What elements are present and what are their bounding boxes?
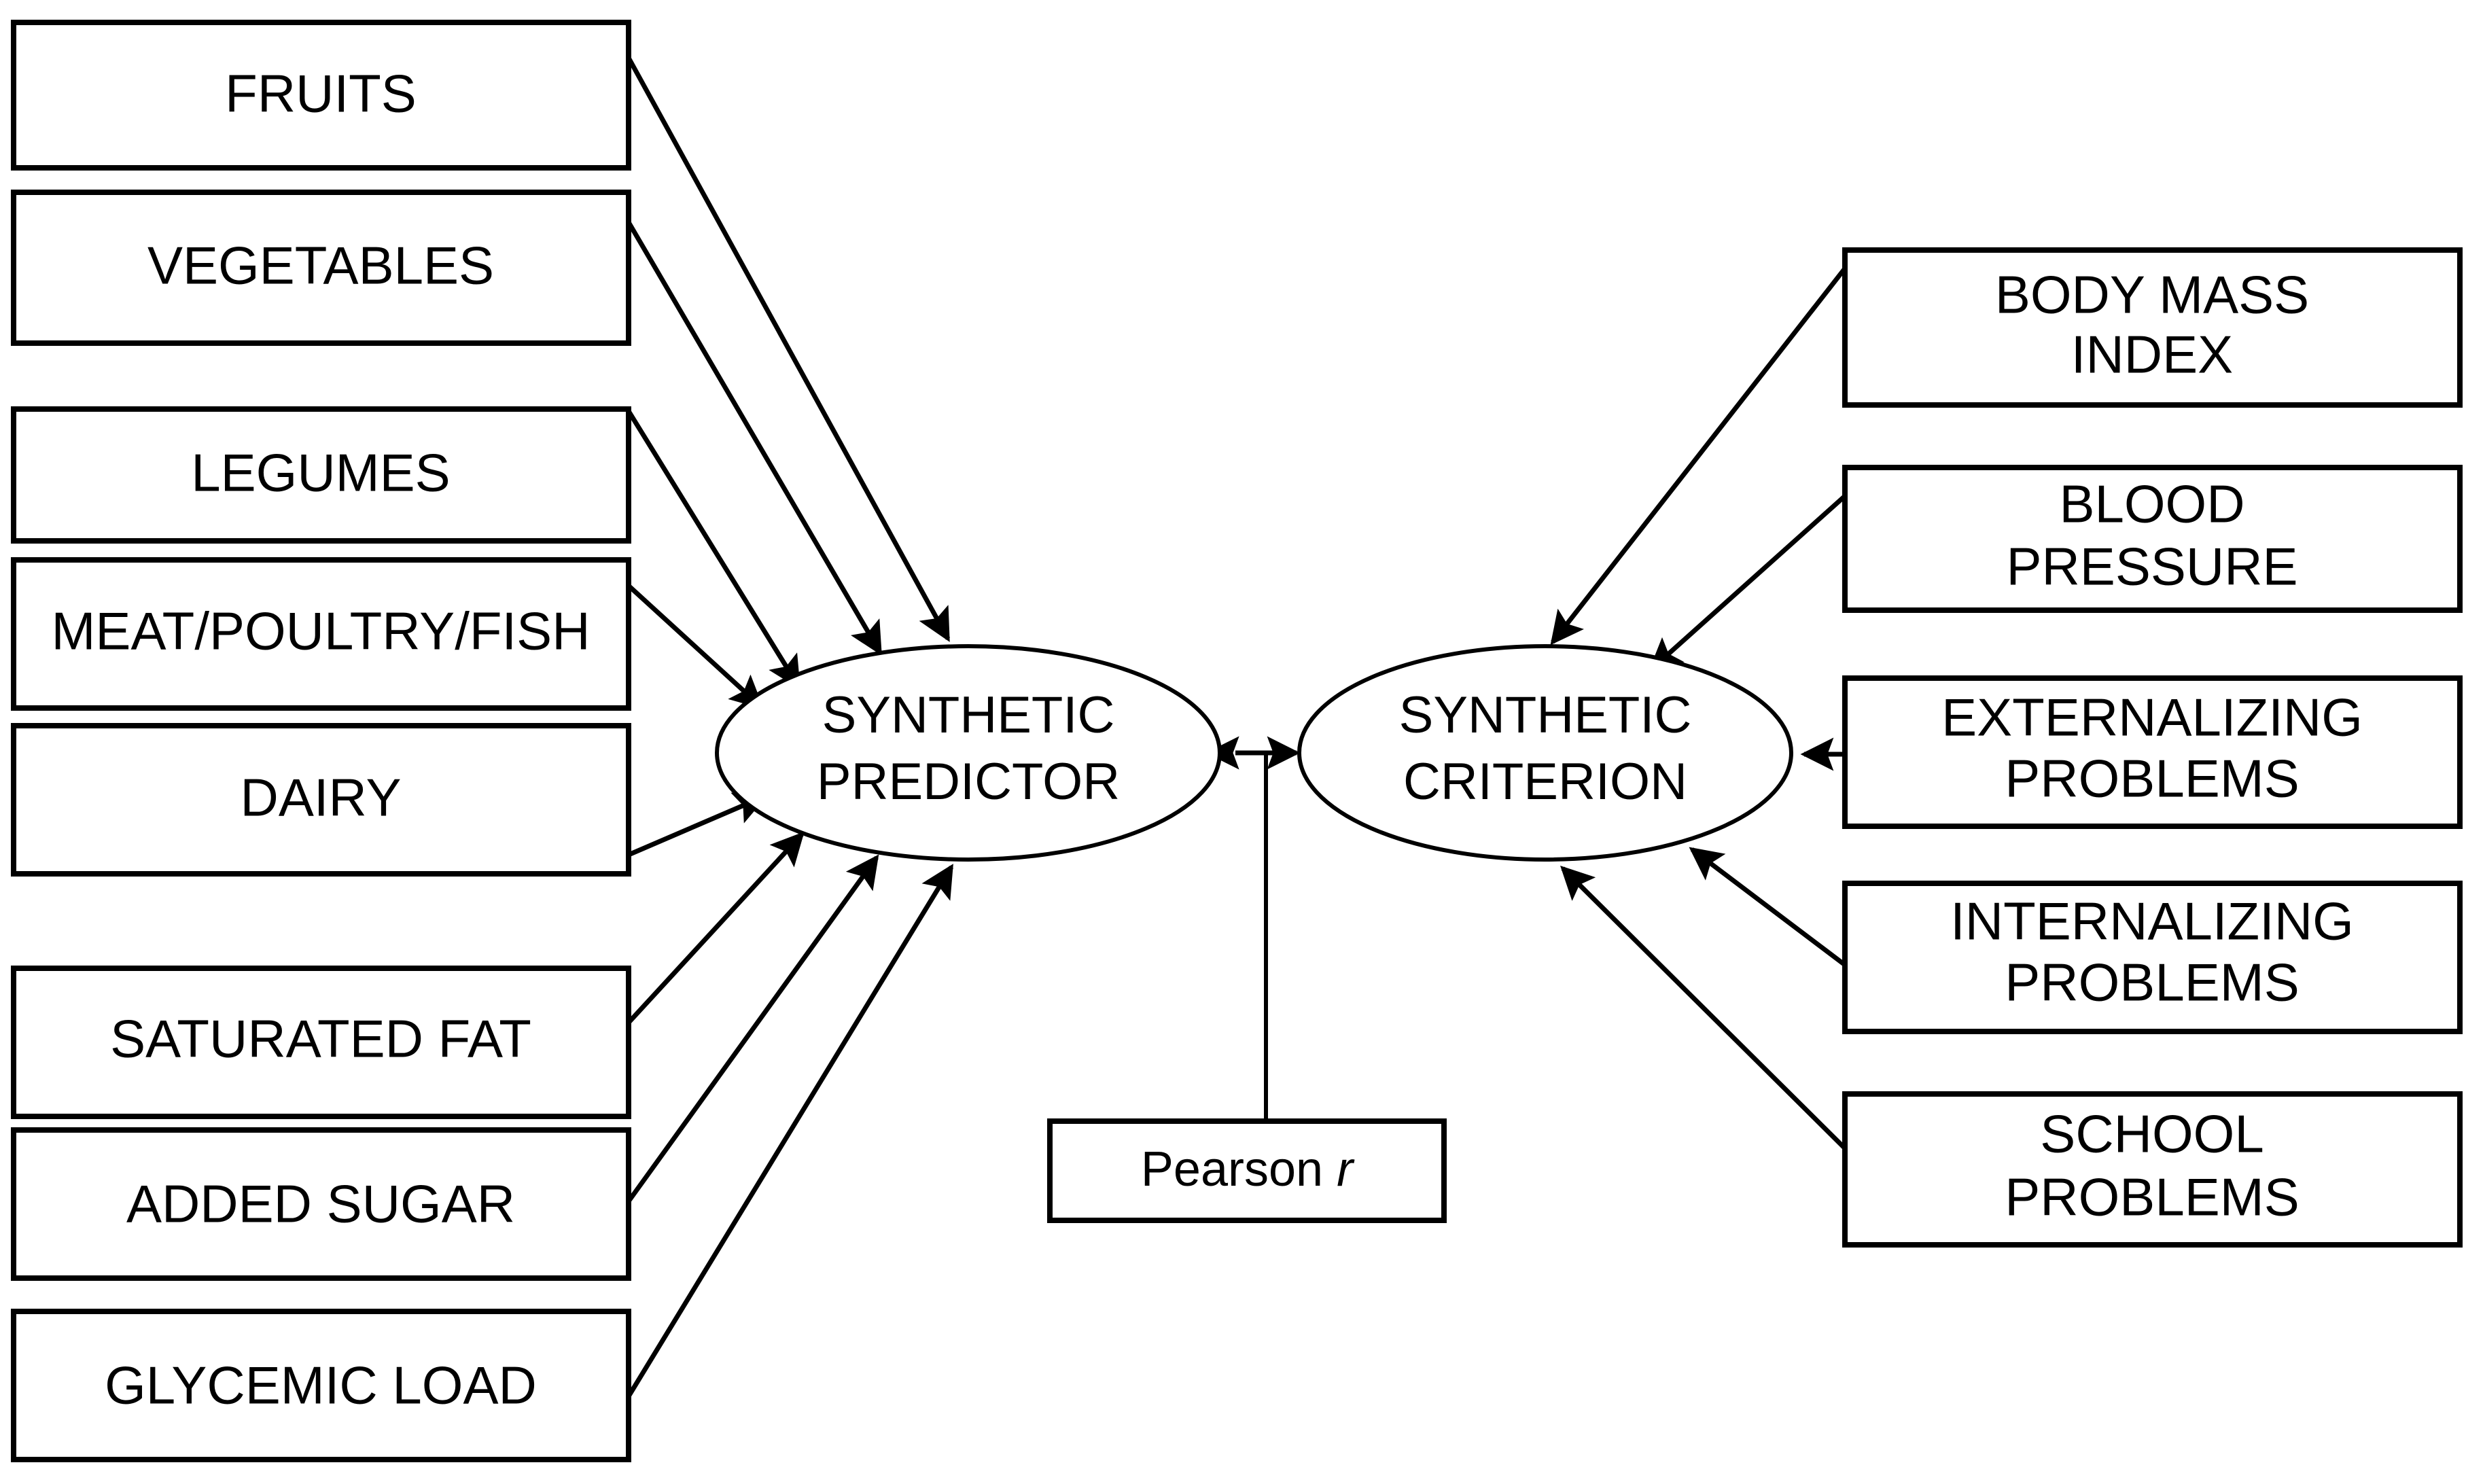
node-label-blood-pressure-line2: PRESSURE [2006,537,2297,597]
node-box-fruits[interactable]: FRUITS [11,20,631,171]
node-label-saturated-fat: SATURATED FAT [110,1009,531,1069]
node-ellipse-synthetic-predictor[interactable]: SYNTHETIC PREDICTOR [715,644,1222,862]
node-box-externalizing-problems[interactable]: EXTERNALIZING PROBLEMS [1842,675,2463,829]
edge-blood-pressure-to-criterion [1648,494,1847,672]
node-label-body-mass-index-line1: BODY MASS [1995,265,2309,325]
node-label-fruits: FRUITS [225,64,417,124]
pearson-symbol: r [1337,1142,1355,1197]
node-box-legumes[interactable]: LEGUMES [11,406,631,544]
node-label-dairy: DAIRY [241,768,402,828]
predictor-inputs-group: FRUITS VEGETABLES LEGUMES MEAT/POULTRY/F… [11,20,631,1462]
node-box-meat-poultry-fish[interactable]: MEAT/POULTRY/FISH [11,557,631,711]
edge-legumes-to-predictor [627,410,800,690]
criterion-indicators-group: BODY MASS INDEX BLOOD PRESSURE EXTERNALI… [1842,247,2463,1248]
pearson-correlation-connector [1205,736,1301,1121]
node-label-school-problems-line2: PROBLEMS [2005,1167,2299,1227]
pearson-word: Pearson [1141,1142,1323,1197]
node-box-glycemic-load[interactable]: GLYCEMIC LOAD [11,1309,631,1462]
node-label-synthetic-predictor-line2: PREDICTOR [817,753,1120,811]
edge-internalizing-problems-to-criterion [1689,847,1847,967]
node-label-added-sugar: ADDED SUGAR [126,1174,515,1234]
node-label-pearson-r: Pearson r [1141,1142,1355,1197]
node-label-synthetic-criterion-line2: CRITERION [1403,753,1687,811]
node-label-externalizing-problems-line1: EXTERNALIZING [1941,688,2363,747]
node-label-blood-pressure-line1: BLOOD [2059,474,2244,534]
node-box-body-mass-index[interactable]: BODY MASS INDEX [1842,247,2463,408]
node-box-saturated-fat[interactable]: SATURATED FAT [11,966,631,1119]
node-ellipse-synthetic-criterion[interactable]: SYNTHETIC CRITERION [1297,644,1793,862]
edge-added-sugar-to-predictor [627,854,879,1203]
node-box-pearson-r[interactable]: Pearson r [1047,1118,1447,1223]
node-label-internalizing-problems-line2: PROBLEMS [2005,953,2299,1012]
node-box-internalizing-problems[interactable]: INTERNALIZING PROBLEMS [1842,881,2463,1034]
edge-vegetables-to-predictor [626,221,883,656]
node-label-internalizing-problems-line1: INTERNALIZING [1950,891,2354,951]
edge-dairy-to-predictor [627,792,769,858]
criterion-indicator-edges [1550,266,1847,1150]
node-box-school-problems[interactable]: SCHOOL PROBLEMS [1842,1091,2463,1248]
node-box-dairy[interactable]: DAIRY [11,723,631,877]
edge-fruits-to-predictor [626,56,951,642]
node-label-vegetables: VEGETABLES [147,236,494,296]
node-box-blood-pressure[interactable]: BLOOD PRESSURE [1842,465,2463,613]
edge-body-mass-index-to-criterion [1550,266,1847,646]
node-label-externalizing-problems-line2: PROBLEMS [2005,749,2299,809]
edge-school-problems-to-criterion [1560,866,1847,1150]
edge-glycemic-load-to-predictor [627,864,953,1398]
predictor-input-edges [626,56,953,1398]
node-label-school-problems-line1: SCHOOL [2040,1104,2264,1164]
node-label-legumes: LEGUMES [191,443,450,503]
node-label-meat-poultry-fish: MEAT/POULTRY/FISH [51,601,590,661]
node-box-vegetables[interactable]: VEGETABLES [11,190,631,346]
node-box-added-sugar[interactable]: ADDED SUGAR [11,1127,631,1281]
node-label-synthetic-criterion-line1: SYNTHETIC [1399,686,1692,744]
edge-meat-poultry-fish-to-predictor [627,584,764,709]
node-label-glycemic-load: GLYCEMIC LOAD [105,1356,537,1415]
edge-saturated-fat-to-predictor [627,831,805,1025]
node-label-synthetic-predictor-line1: SYNTHETIC [822,686,1115,744]
node-label-body-mass-index-line2: INDEX [2071,325,2233,385]
